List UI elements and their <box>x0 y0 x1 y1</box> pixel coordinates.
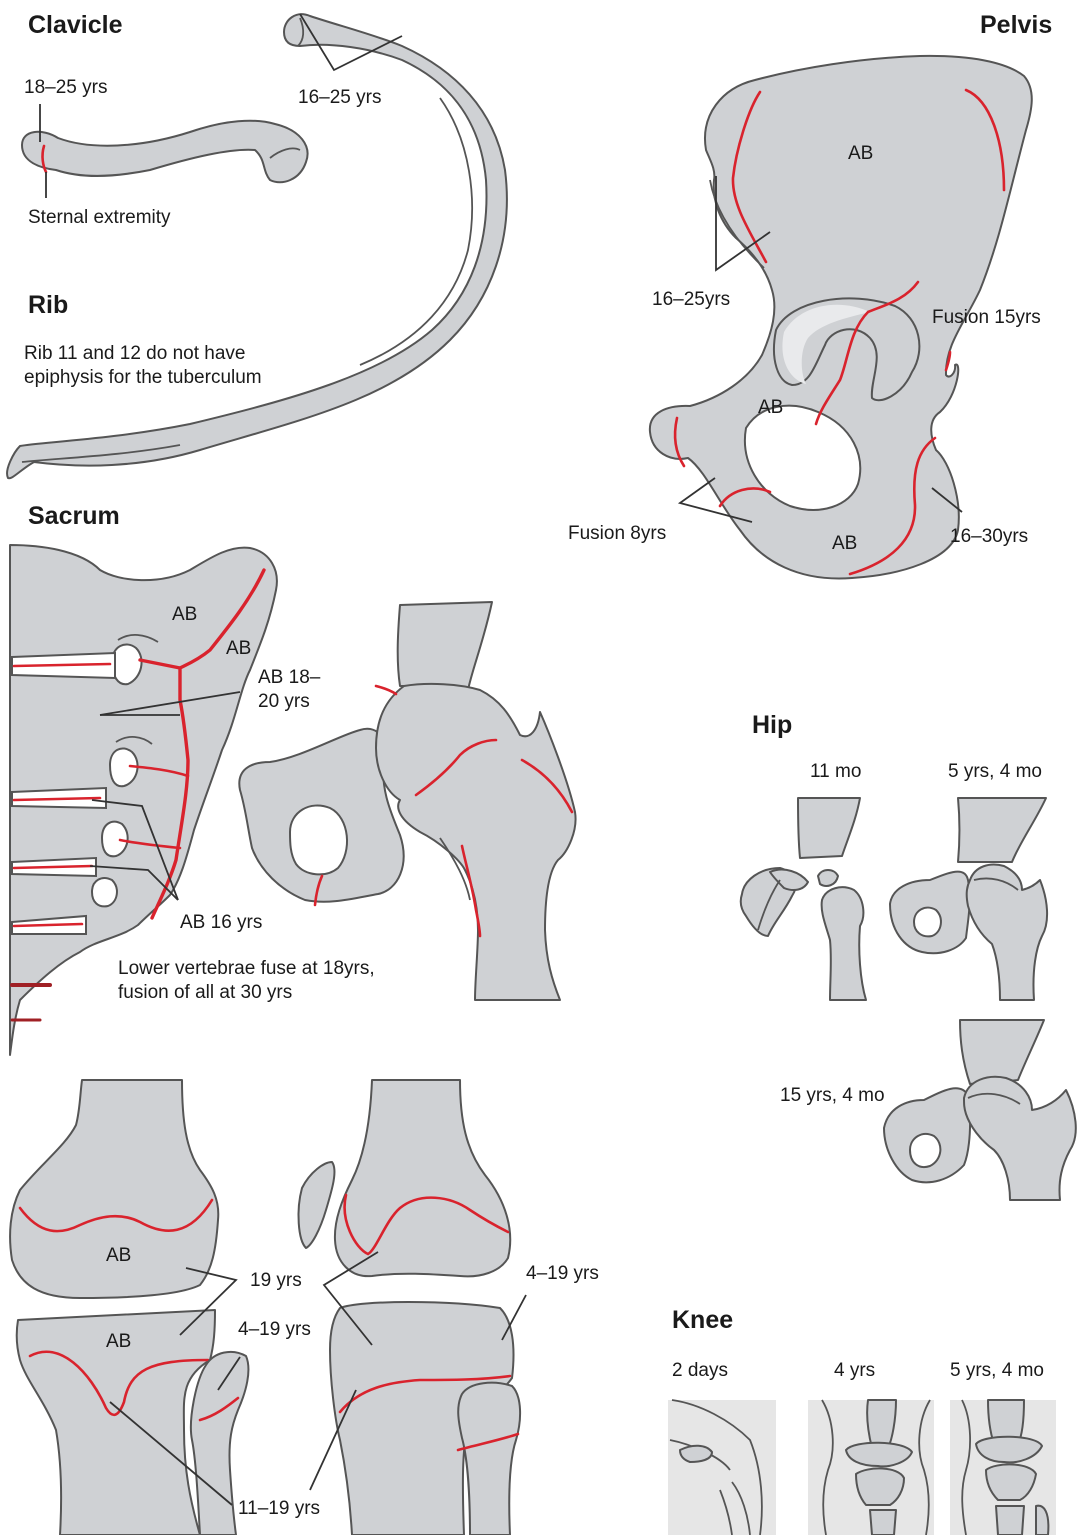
hip-age-3: 15 yrs, 4 mo <box>780 1084 885 1108</box>
pelvis-fusion-15: Fusion 15yrs <box>932 306 1041 330</box>
knee-joint-age-19: 19 yrs <box>250 1269 302 1293</box>
title-hip: Hip <box>752 710 792 740</box>
title-knee: Knee <box>672 1305 733 1335</box>
clavicle-age-label: 18–25 yrs <box>24 76 107 100</box>
rib-note: Rib 11 and 12 do not have epiphysis for … <box>24 342 284 390</box>
pelvis-age-ischium: 16–30yrs <box>950 525 1028 549</box>
knee-joint-age-4-19-b: 4–19 yrs <box>526 1262 599 1286</box>
sacrum-note-line2: fusion of all at 30 yrs <box>118 981 292 1005</box>
knee-joint-ab-tibia: AB <box>106 1330 131 1354</box>
knee-age-1: 2 days <box>672 1359 728 1383</box>
hip-age-1: 11 mo <box>810 760 861 784</box>
pelvis-ab-mid: AB <box>758 396 783 420</box>
pelvis-ab-top: AB <box>848 142 873 166</box>
knee-series <box>668 1400 1056 1535</box>
knee-age-3: 5 yrs, 4 mo <box>950 1359 1044 1383</box>
sacrum-ab-18-line2: 20 yrs <box>258 690 310 714</box>
title-sacrum: Sacrum <box>28 501 120 531</box>
title-rib: Rib <box>28 290 68 320</box>
sacrum-ab-1: AB <box>172 603 197 627</box>
sacrum-note-line1: Lower vertebrae fuse at 18yrs, <box>118 957 375 981</box>
hip-age-2: 5 yrs, 4 mo <box>948 760 1042 784</box>
knee-joint-large <box>10 1080 526 1535</box>
title-clavicle: Clavicle <box>28 10 123 40</box>
sacrum-ab-16: AB 16 yrs <box>180 911 262 935</box>
hip-series <box>741 798 1076 1200</box>
title-pelvis: Pelvis <box>980 10 1052 40</box>
knee-joint-age-4-19-a: 4–19 yrs <box>238 1318 311 1342</box>
sacrum-ab-18-line1: AB 18– <box>258 666 320 690</box>
patella <box>299 1162 335 1248</box>
sacrum-ab-2: AB <box>226 637 251 661</box>
pelvis-age-crest: 16–25yrs <box>652 288 730 312</box>
rib-age-label: 16–25 yrs <box>298 86 381 110</box>
knee-joint-ab-femur: AB <box>106 1244 131 1268</box>
knee-joint-age-11-19: 11–19 yrs <box>238 1497 320 1521</box>
clavicle-extremity-label: Sternal extremity <box>28 206 171 230</box>
knee-age-2: 4 yrs <box>834 1359 875 1383</box>
pelvis-ab-bottom: AB <box>832 532 857 556</box>
hip-joint-bones <box>239 602 575 1000</box>
clavicle-bone <box>22 104 308 198</box>
pelvis-fusion-8: Fusion 8yrs <box>568 522 666 546</box>
